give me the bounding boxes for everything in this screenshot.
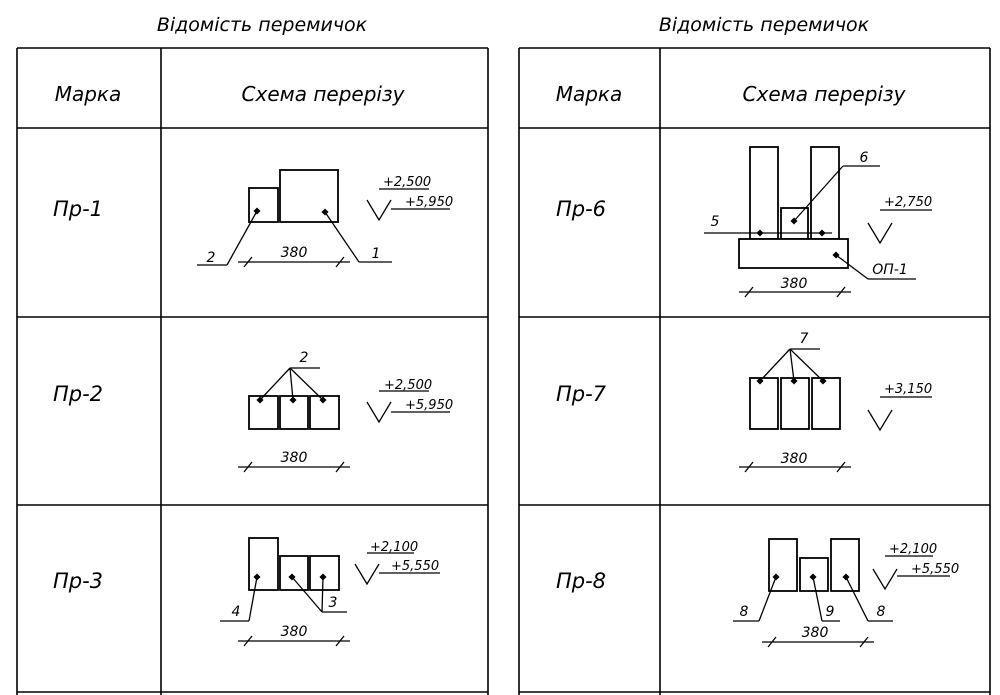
section-scheme-pr-8: 8 9 8 <box>733 538 893 622</box>
leader-line <box>321 576 324 613</box>
lintel-block <box>749 377 779 430</box>
right-table-grid <box>518 47 991 695</box>
section-scheme-pr-7: 7 <box>749 331 841 430</box>
level-top-label: +2,100 <box>889 542 937 557</box>
level-bottom-label: +5,550 <box>911 562 959 577</box>
level-top-label: +2,500 <box>383 175 431 190</box>
level-bottom-label: +5,550 <box>391 559 439 574</box>
mark-label: Пр-2 <box>53 382 103 406</box>
callout-label: ОП-1 <box>872 262 908 278</box>
lintel-block <box>780 377 810 430</box>
level-top-label: +2,750 <box>884 195 932 210</box>
callout-label: 5 <box>711 214 720 230</box>
callout-label: 3 <box>329 595 338 611</box>
leader-line <box>759 348 791 382</box>
callout-label: 7 <box>800 331 809 347</box>
level-mark: +2,100 +5,550 <box>354 540 440 586</box>
leader-line <box>789 348 824 382</box>
callout-label: 1 <box>372 246 381 262</box>
mark-label: Пр-7 <box>556 382 607 406</box>
table-row-pr-3: Пр-3 4 3 380 <box>53 537 440 647</box>
table-row-pr-7: Пр-7 7 380 <box>556 331 932 473</box>
mark-label: Пр-3 <box>53 569 103 593</box>
left-header-mark: Марка <box>55 82 122 106</box>
lintel-block <box>248 395 279 430</box>
leader-line <box>835 254 869 280</box>
left-schedule-title: Відомість перемичок <box>157 14 368 36</box>
callout-label: 2 <box>300 350 309 366</box>
lintel-block <box>799 557 829 592</box>
leader-line <box>289 367 294 401</box>
lintel-block <box>811 377 841 430</box>
level-mark: +2,500 +5,950 <box>366 175 453 222</box>
dimension-label: 380 <box>802 625 829 641</box>
section-scheme-pr-1: 2 1 <box>197 169 392 266</box>
level-top-label: +2,500 <box>384 378 432 393</box>
leader-line <box>812 576 823 622</box>
dimension-line: 380 <box>739 276 851 298</box>
callout-label: 8 <box>740 604 749 620</box>
dimension-label: 380 <box>281 624 308 640</box>
lintel-block <box>830 538 860 592</box>
level-mark: +2,100 +5,550 <box>872 542 959 591</box>
callout-label: 9 <box>826 604 835 620</box>
dimension-label: 380 <box>781 276 808 292</box>
level-bottom-label: +5,950 <box>405 195 453 210</box>
dimension-line: 380 <box>238 450 350 473</box>
leader-line <box>845 576 869 622</box>
leader-line <box>226 210 258 266</box>
dimension-line: 380 <box>739 451 851 473</box>
dimension-label: 380 <box>281 450 308 466</box>
section-scheme-pr-6: 5 6 ОП-1 <box>704 146 916 280</box>
table-row-pr-6: Пр-6 5 6 ОП-1 <box>556 146 932 298</box>
mark-label: Пр-8 <box>556 569 606 593</box>
lintel-block <box>810 146 840 240</box>
lintel-block <box>309 395 340 430</box>
right-header-mark: Марка <box>556 82 623 106</box>
support-pad <box>738 238 849 269</box>
leader-line <box>259 367 291 401</box>
dimension-label: 380 <box>781 451 808 467</box>
callout-label: 4 <box>232 604 241 620</box>
left-lintel-schedule: Відомість перемичок Марка Схема перерізу… <box>16 14 489 695</box>
lintel-block <box>309 555 340 591</box>
dimension-line: 380 <box>238 624 350 647</box>
dimension-label: 380 <box>281 245 308 261</box>
right-header-scheme: Схема перерізу <box>743 82 907 106</box>
right-schedule-title: Відомість перемичок <box>659 14 870 36</box>
table-row-pr-2: Пр-2 2 380 <box>53 350 453 473</box>
mark-label: Пр-1 <box>53 197 103 221</box>
callout-label: 8 <box>877 604 886 620</box>
table-row-pr-8: Пр-8 8 9 8 3 <box>556 538 959 648</box>
callout-label: 2 <box>207 250 216 266</box>
leader-line <box>291 576 323 613</box>
leader-line <box>248 576 258 622</box>
lintel-block <box>248 537 279 591</box>
callout-label: 6 <box>860 150 869 166</box>
section-scheme-pr-2: 2 <box>248 350 340 430</box>
right-lintel-schedule: Відомість перемичок Марка Схема перерізу… <box>518 14 991 695</box>
level-mark: +3,150 <box>867 382 932 432</box>
level-mark: +2,750 <box>867 195 932 245</box>
leader-line <box>789 348 795 382</box>
left-table-grid <box>16 47 489 695</box>
level-bottom-label: +5,950 <box>405 398 453 413</box>
table-row-pr-1: Пр-1 2 1 380 <box>53 169 453 268</box>
section-scheme-pr-3: 4 3 <box>220 537 347 622</box>
dimension-line: 380 <box>238 245 350 268</box>
level-mark: +2,500 +5,950 <box>366 378 453 424</box>
lintel-block <box>279 555 309 591</box>
level-top-label: +2,100 <box>370 540 418 555</box>
leader-line <box>324 211 360 263</box>
level-top-label: +3,150 <box>884 382 932 397</box>
dimension-line: 380 <box>762 625 874 648</box>
lintel-block <box>749 146 779 240</box>
leader-line <box>793 165 844 222</box>
mark-label: Пр-6 <box>556 197 606 221</box>
left-header-scheme: Схема перерізу <box>242 82 406 106</box>
lintel-block <box>279 169 339 223</box>
leader-line <box>289 367 324 401</box>
leader-line <box>758 576 777 622</box>
